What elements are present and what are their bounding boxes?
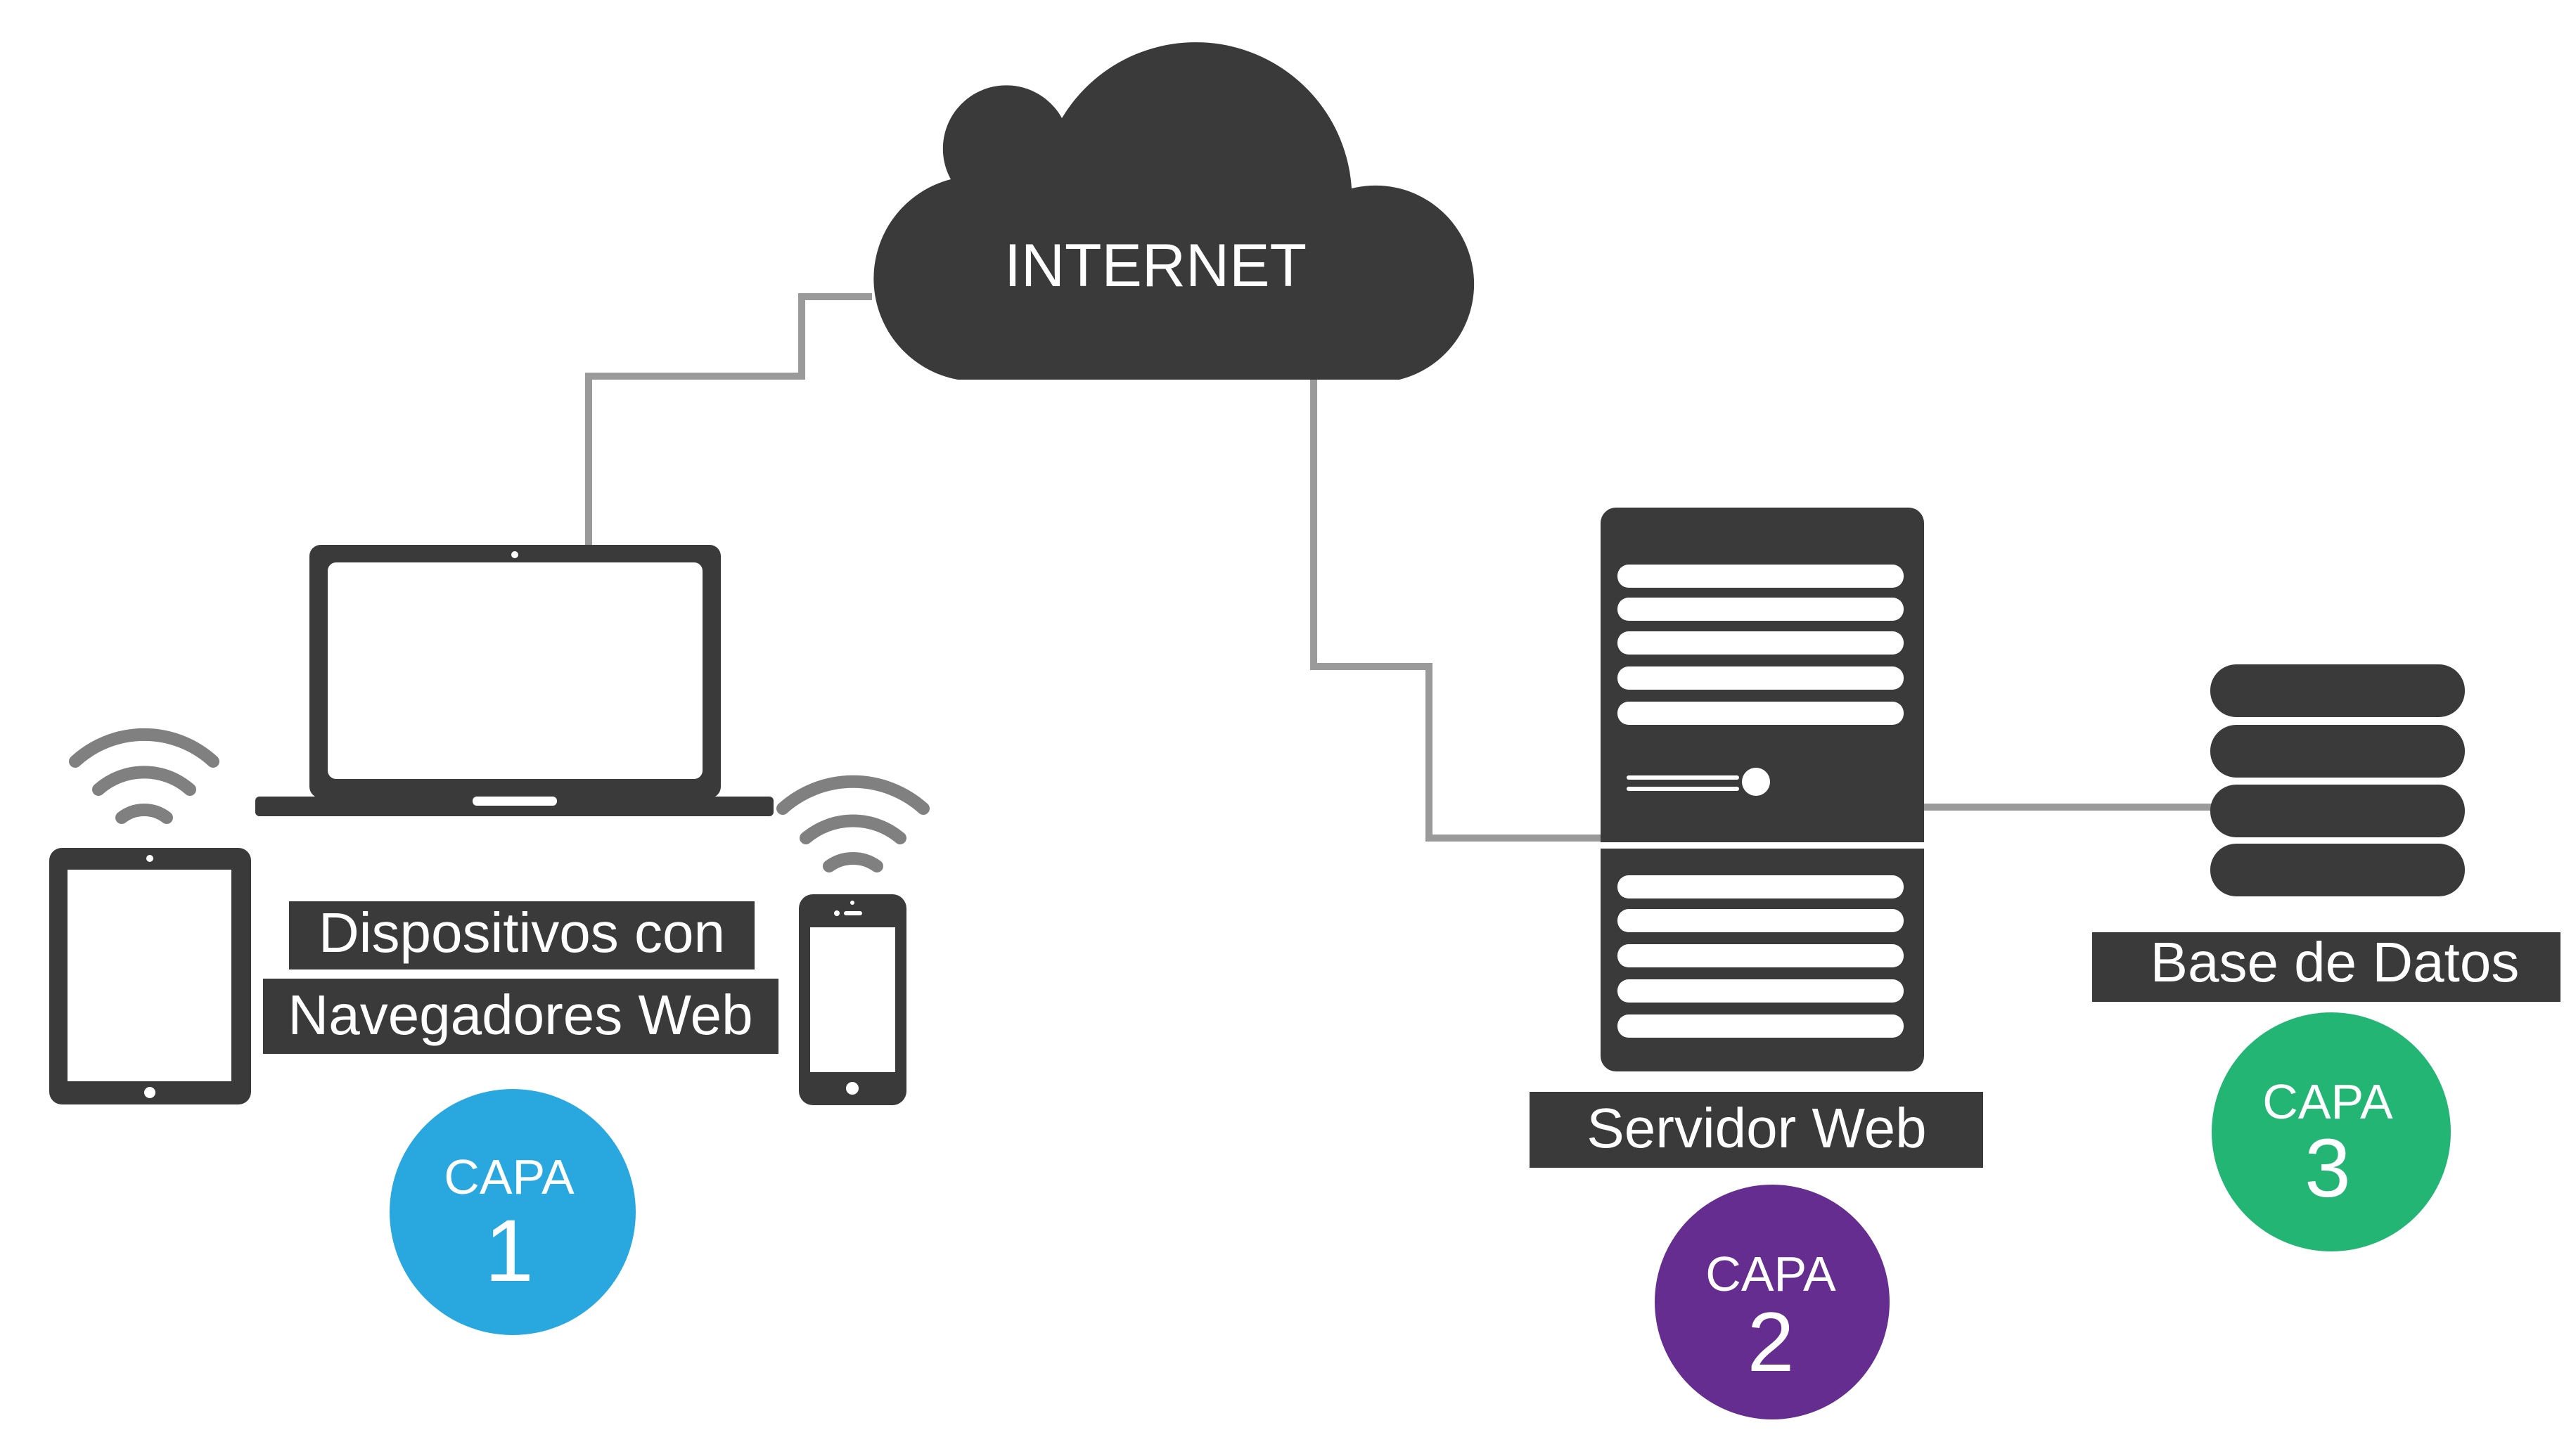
smartphone-icon xyxy=(799,894,906,1105)
layer-3-word: CAPA xyxy=(2262,1074,2393,1129)
wifi-icon xyxy=(69,728,219,824)
layer-3-number: 3 xyxy=(2305,1122,2351,1215)
database-label: Base de Datos xyxy=(2092,931,2560,1002)
server-label-text: Servidor Web xyxy=(1587,1097,1926,1159)
clients-label-line1: Dispositivos con xyxy=(319,901,725,964)
clients-label: Dispositivos con Navegadores Web xyxy=(263,901,778,1054)
layer-3-badge: CAPA 3 xyxy=(2212,1012,2451,1251)
layer-1-word: CAPA xyxy=(444,1149,575,1204)
database-label-text: Base de Datos xyxy=(2150,931,2520,993)
wifi-icon xyxy=(776,775,930,872)
laptop-icon xyxy=(255,545,774,816)
server-tower-icon xyxy=(1601,508,1924,1071)
clients-label-line2: Navegadores Web xyxy=(288,984,752,1046)
layer-2-word: CAPA xyxy=(1705,1246,1836,1301)
internet-label: INTERNET xyxy=(1004,232,1307,299)
laptop-to-internet-connector xyxy=(585,293,872,545)
database-stack-icon xyxy=(2210,664,2465,896)
layer-2-number: 2 xyxy=(1748,1295,1795,1389)
layer-1-number: 1 xyxy=(485,1202,534,1300)
tablet-icon xyxy=(49,848,251,1104)
cloud-icon xyxy=(873,42,1475,380)
internet-to-server-connector xyxy=(1310,380,1602,842)
layer-1-badge: CAPA 1 xyxy=(390,1089,636,1335)
server-label: Servidor Web xyxy=(1530,1092,1983,1168)
layer-2-badge: CAPA 2 xyxy=(1655,1185,1890,1419)
connectors xyxy=(585,293,2215,842)
